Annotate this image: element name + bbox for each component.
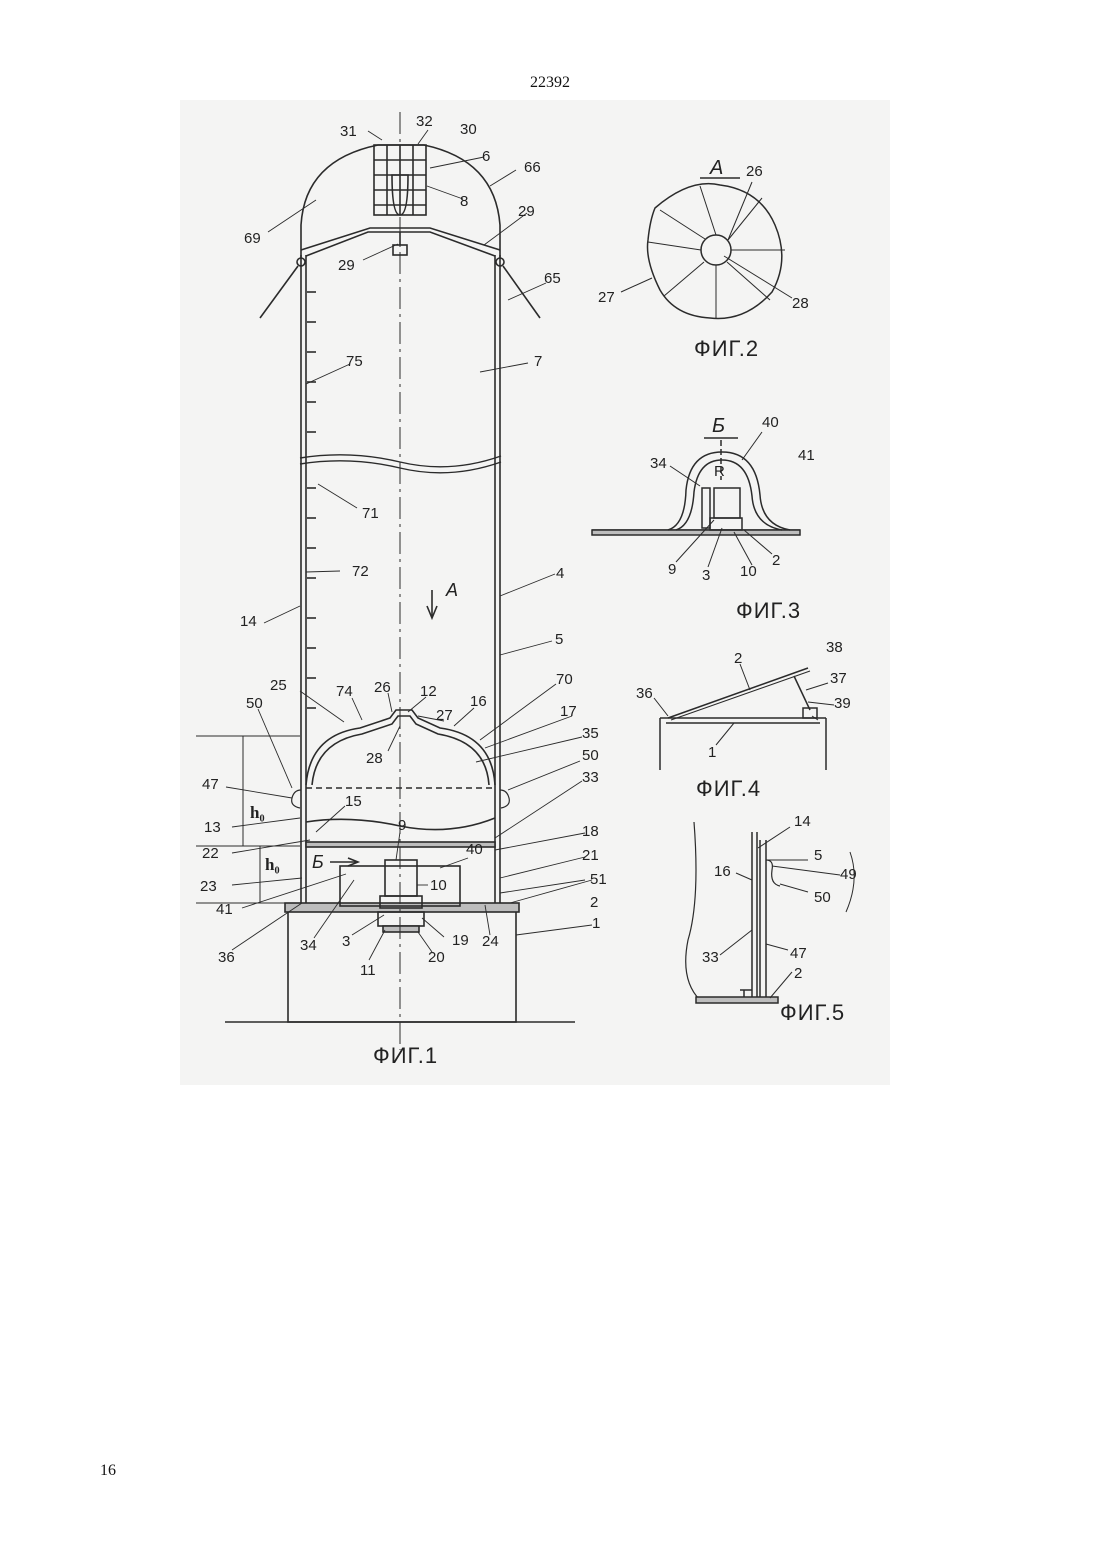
label-23: 23 (200, 878, 217, 895)
fig3-caption: ФИГ.3 (736, 598, 801, 623)
fig3-label-40: 40 (762, 414, 779, 431)
label-35: 35 (582, 725, 599, 742)
label-32: 32 (416, 113, 433, 130)
label-47: 47 (202, 776, 219, 793)
label-24: 24 (482, 933, 499, 950)
fig5-label-14: 14 (794, 813, 811, 830)
fig5-label-49: 49 (840, 866, 857, 883)
fig2-view-label: А (709, 157, 723, 179)
view-arrow-label-a: А (445, 580, 458, 600)
label-20: 20 (428, 949, 445, 966)
label-18: 18 (582, 823, 599, 840)
label-50-left: 50 (246, 695, 263, 712)
label-7: 7 (534, 353, 542, 370)
fig5-label-33: 33 (702, 949, 719, 966)
label-3: 3 (342, 933, 350, 950)
fig3-label-41: 41 (798, 447, 815, 464)
label-66: 66 (524, 159, 541, 176)
label-65: 65 (544, 270, 561, 287)
label-41: 41 (216, 901, 233, 918)
label-2: 2 (590, 894, 598, 911)
label-14: 14 (240, 613, 257, 630)
label-17: 17 (560, 703, 577, 720)
label-34: 34 (300, 937, 317, 954)
height-label-lower: h₀ (265, 855, 280, 874)
label-30: 30 (460, 121, 477, 138)
page-number-bottom: 16 (100, 1462, 116, 1480)
label-13: 13 (204, 819, 221, 836)
fig2-caption: ФИГ.2 (694, 336, 759, 361)
fig4-label-37: 37 (830, 670, 847, 687)
fig4-label-1: 1 (708, 744, 716, 761)
fig4-label-39: 39 (834, 695, 851, 712)
label-71: 71 (362, 505, 379, 522)
fig3-label-34: 34 (650, 455, 667, 472)
label-4: 4 (556, 565, 564, 582)
fig4-caption: ФИГ.4 (696, 776, 761, 801)
fig5-label-16: 16 (714, 863, 731, 880)
fig2-label-27: 27 (598, 289, 615, 306)
fig3-view-label: Б (712, 415, 725, 437)
label-51: 51 (590, 871, 607, 888)
fig5-caption: ФИГ.5 (780, 1000, 845, 1025)
fig3-label-2: 2 (772, 552, 780, 569)
label-27: 27 (436, 707, 453, 724)
label-19: 19 (452, 932, 469, 949)
label-12: 12 (420, 683, 437, 700)
fig4-label-38: 38 (826, 639, 843, 656)
label-72: 72 (352, 563, 369, 580)
label-75: 75 (346, 353, 363, 370)
fig5-label-5: 5 (814, 847, 822, 864)
label-11: 11 (360, 962, 376, 979)
fig5-label-2: 2 (794, 965, 802, 982)
fig2-label-28: 28 (792, 295, 809, 312)
label-36: 36 (218, 949, 235, 966)
patent-drawing: 31 32 30 6 66 8 69 29 29 65 75 7 71 72 4… (180, 100, 890, 1085)
label-28: 28 (366, 750, 383, 767)
label-21: 21 (582, 847, 599, 864)
label-6: 6 (482, 148, 490, 165)
height-label-upper: h₀ (250, 803, 265, 822)
fig5-label-50: 50 (814, 889, 831, 906)
label-1: 1 (592, 915, 600, 932)
section-label-b: Б (312, 852, 324, 872)
fig3-label-10: 10 (740, 563, 757, 580)
fig4-label-36: 36 (636, 685, 653, 702)
label-70: 70 (556, 671, 573, 688)
label-10: 10 (430, 877, 447, 894)
fig1-caption: ФИГ.1 (373, 1043, 438, 1068)
page-number-top: 22392 (0, 74, 1100, 92)
label-25: 25 (270, 677, 287, 694)
scan-background (180, 100, 890, 1085)
label-26: 26 (374, 679, 391, 696)
fig4-label-2: 2 (734, 650, 742, 667)
label-5: 5 (555, 631, 563, 648)
fig3-radius-label: R (714, 463, 725, 480)
patent-drawing-sheet: 31 32 30 6 66 8 69 29 29 65 75 7 71 72 4… (180, 100, 890, 1085)
label-16: 16 (470, 693, 487, 710)
fig3-label-9: 9 (668, 561, 676, 578)
fig3-label-3: 3 (702, 567, 710, 584)
label-69: 69 (244, 230, 261, 247)
fig5-label-47: 47 (790, 945, 807, 962)
label-15: 15 (345, 793, 362, 810)
label-74: 74 (336, 683, 353, 700)
label-9: 9 (398, 817, 406, 834)
label-31: 31 (340, 123, 357, 140)
label-40: 40 (466, 841, 483, 858)
label-33: 33 (582, 769, 599, 786)
fig2-label-26: 26 (746, 163, 763, 180)
label-29-upper: 29 (518, 203, 535, 220)
label-29-lower: 29 (338, 257, 355, 274)
label-22: 22 (202, 845, 219, 862)
label-50-right: 50 (582, 747, 599, 764)
label-8: 8 (460, 193, 468, 210)
